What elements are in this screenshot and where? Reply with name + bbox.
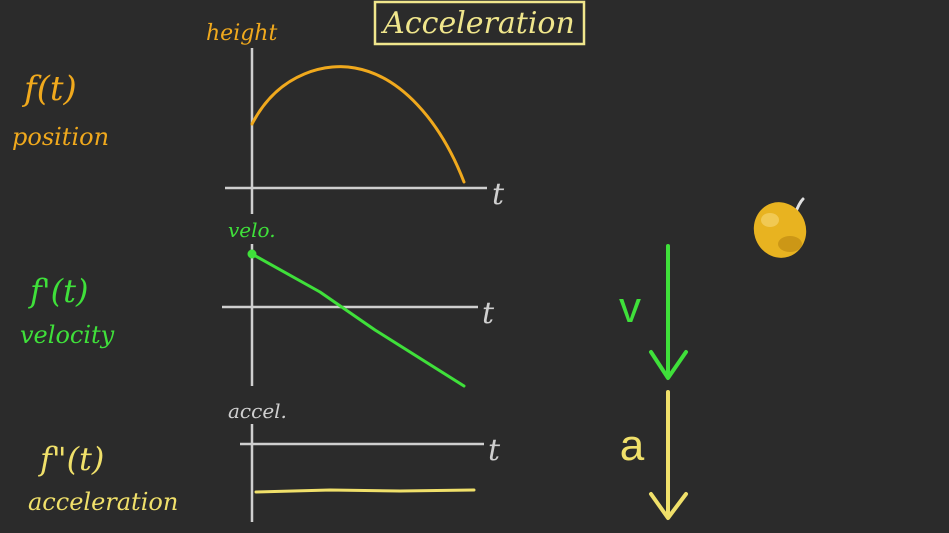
position-x-axis-label: t bbox=[492, 177, 505, 212]
acceleration-arrow-head bbox=[649, 492, 688, 520]
acceleration-vector-label: a bbox=[620, 421, 645, 470]
title-box: Acceleration bbox=[373, 0, 586, 46]
velocity-arrow-head bbox=[649, 350, 688, 380]
acceleration-line bbox=[254, 488, 476, 494]
acceleration-panel: f"(t) acceleration accel. t bbox=[28, 399, 501, 522]
velocity-line bbox=[250, 252, 466, 388]
velocity-panel: f'(t) velocity velo. t bbox=[20, 218, 495, 388]
velocity-x-axis-label: t bbox=[482, 296, 495, 331]
position-func-label: f(t) bbox=[21, 69, 77, 109]
acceleration-vector: a bbox=[620, 390, 688, 520]
acceleration-name-label: acceleration bbox=[28, 488, 178, 516]
acceleration-func-label: f"(t) bbox=[38, 440, 104, 478]
velocity-y-axis-label: velo. bbox=[228, 218, 276, 242]
position-panel: f(t) position height t bbox=[12, 21, 505, 214]
velocity-vector: v bbox=[619, 244, 688, 380]
velocity-func-label: f'(t) bbox=[28, 272, 88, 310]
acceleration-y-axis-label: accel. bbox=[228, 399, 287, 423]
position-curve bbox=[250, 65, 466, 184]
position-y-axis-label: height bbox=[206, 21, 277, 46]
ball-highlight bbox=[761, 213, 779, 227]
title-frame bbox=[373, 0, 586, 46]
velocity-name-label: velocity bbox=[20, 321, 115, 349]
ball-body bbox=[753, 202, 807, 258]
falling-ball-icon bbox=[753, 197, 807, 258]
title-text: Acceleration bbox=[380, 6, 575, 41]
acceleration-x-axis-label: t bbox=[488, 433, 501, 468]
position-name-label: position bbox=[12, 123, 109, 151]
velocity-vector-label: v bbox=[619, 283, 641, 332]
ball-shadow bbox=[778, 236, 802, 252]
